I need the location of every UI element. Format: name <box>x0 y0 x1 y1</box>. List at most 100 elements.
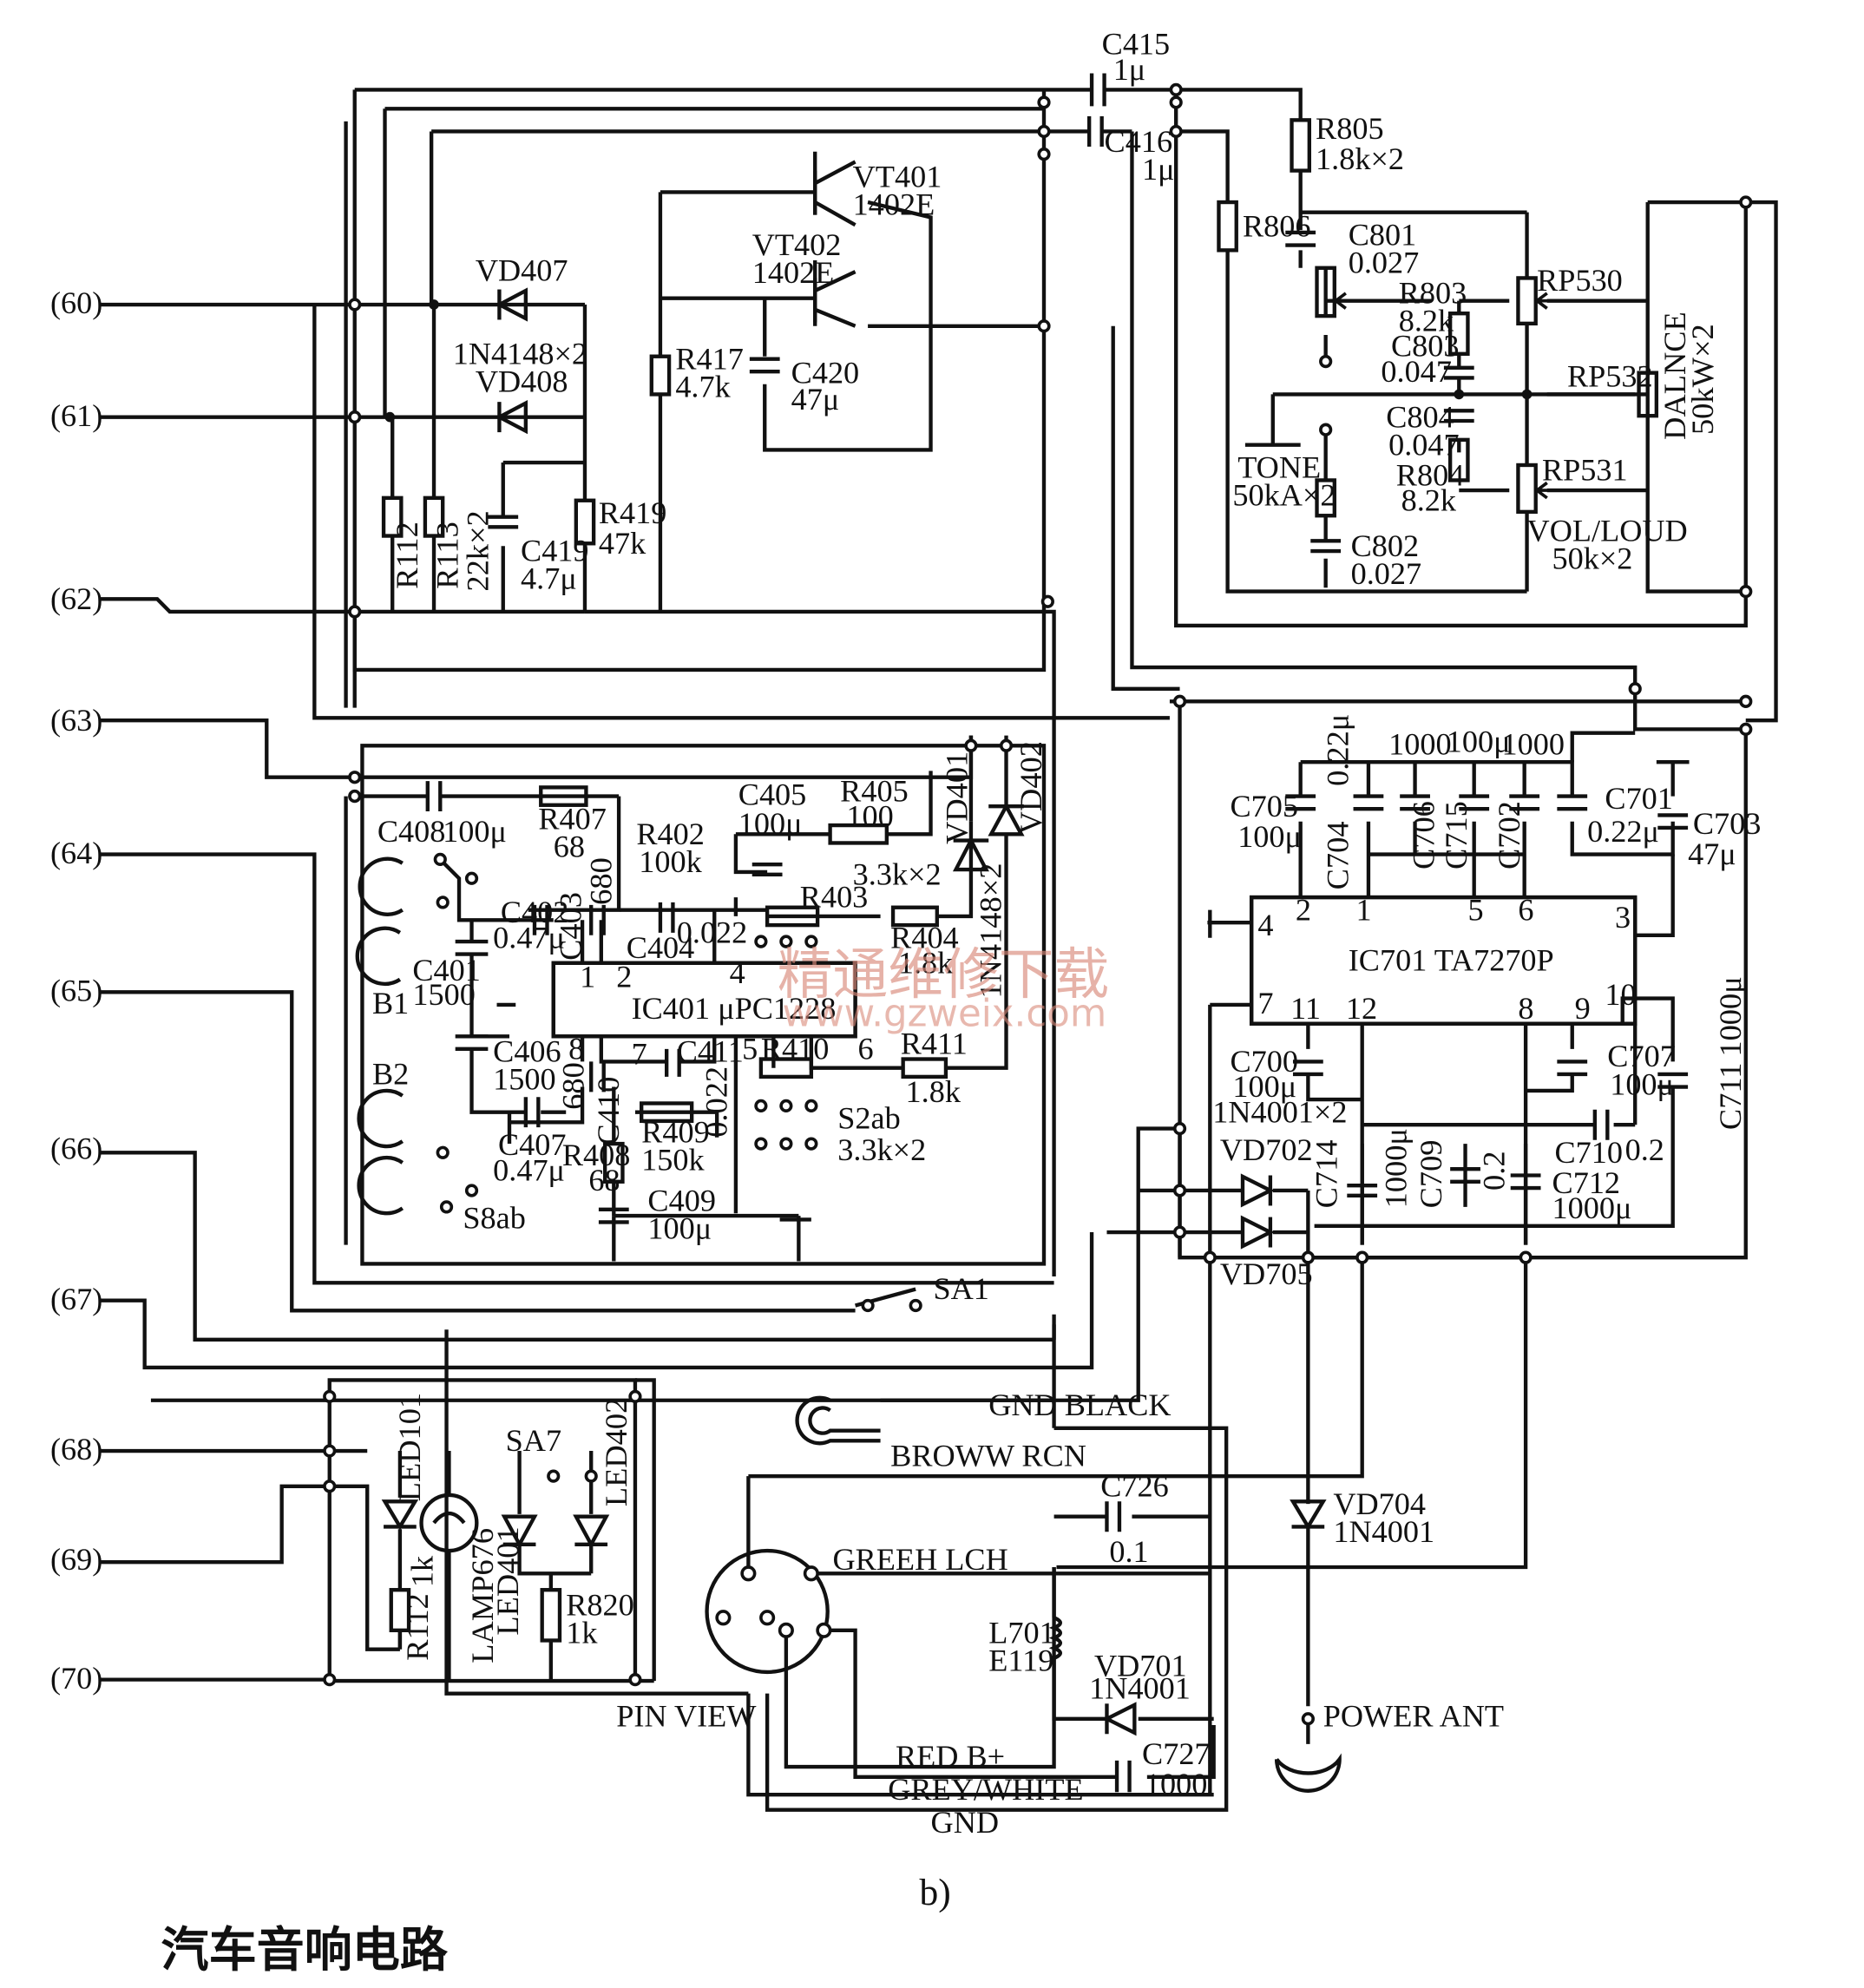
r820-label: R820 <box>566 1587 634 1622</box>
c801-label: C801 <box>1349 217 1417 252</box>
c803-label: C803 <box>1391 329 1460 364</box>
r803-label: R803 <box>1399 275 1467 310</box>
c707-capacitor <box>1557 1060 1588 1077</box>
c403-label: C403 <box>554 892 588 961</box>
port-65: (65) <box>50 973 102 1007</box>
volloud-value: 50k×2 <box>1552 541 1633 575</box>
ic401-pin-7: 7 <box>632 1036 647 1071</box>
r113-label: R113 <box>430 522 465 589</box>
port-61: (61) <box>50 398 102 433</box>
tone-section-labels: R805 1.8k×2 R806 C801 0.027 R803 8.2k C8… <box>1232 111 1720 591</box>
c802-value: 0.027 <box>1351 556 1422 591</box>
connector-pin-2 <box>715 1610 732 1626</box>
r411-resistor <box>901 1057 948 1079</box>
c415-value: 1μ <box>1113 52 1146 87</box>
dalnce-value: 50kW×2 <box>1685 324 1720 435</box>
vt402-label: VT402 <box>752 227 842 262</box>
c406-label: C406 <box>493 1033 561 1068</box>
l701-label: L701 <box>988 1615 1054 1650</box>
watermark-url: www.gzweix.com <box>783 993 1107 1036</box>
ic701-labels: IC701 TA7270P 4 2 1 5 6 3 7 11 12 8 9 10… <box>1212 714 1761 1291</box>
c415-label: C415 <box>1102 27 1171 62</box>
c411-label: C411 <box>677 1033 744 1068</box>
vt401-transistor <box>813 160 857 227</box>
top-left-wiring <box>344 88 1056 1277</box>
rp530-label: RP530 <box>1537 263 1623 298</box>
c407-capacitor <box>523 1097 541 1128</box>
c707-value: 100μ <box>1610 1066 1674 1101</box>
c726-label: C726 <box>1100 1468 1169 1503</box>
s2ab-value: 3.3k×2 <box>837 1132 926 1167</box>
c420-capacitor <box>749 357 780 374</box>
ic701-wiring <box>1056 325 1748 1570</box>
r804-resistor <box>1447 437 1470 482</box>
tone-wiper-arrow <box>1333 292 1432 310</box>
r403-label: R403 <box>800 880 869 915</box>
c709-label: C709 <box>1414 1139 1448 1208</box>
volloud-label: VOL/LOUD <box>1527 513 1688 548</box>
c803-capacitor <box>1443 365 1474 380</box>
r804-label: R804 <box>1396 457 1465 492</box>
c403-capacitor <box>589 904 606 935</box>
c714-value: 1000μ <box>1378 1128 1413 1208</box>
r403-value: 3.3k×2 <box>853 856 942 891</box>
vd701-label: VD701 <box>1094 1648 1187 1683</box>
c702-label: C702 <box>1492 801 1526 869</box>
gnd-black-label: GND BLACK <box>988 1388 1171 1422</box>
c706-label: C706 <box>1406 801 1441 869</box>
ic701-pin-5: 5 <box>1467 892 1483 927</box>
r409-resistor <box>640 1101 694 1124</box>
r402-label: R402 <box>636 817 705 851</box>
r112-resistor <box>381 495 404 538</box>
r417-label: R417 <box>675 341 744 376</box>
c406-value: 1500 <box>493 1061 555 1096</box>
port-60: (60) <box>50 285 102 320</box>
port-62: (62) <box>50 581 102 616</box>
vd702-label: VD702 <box>1220 1132 1313 1167</box>
c802-label: C802 <box>1351 528 1420 563</box>
c727-label: C727 <box>1142 1736 1211 1771</box>
ic401-body <box>551 961 857 1039</box>
ic401-ground <box>496 1002 811 1222</box>
c705-value: 100μ <box>1237 819 1302 854</box>
b2-head <box>357 1088 404 1216</box>
tone-pot-top <box>1315 266 1336 318</box>
r803-resistor <box>1447 312 1470 356</box>
c402-capacitor <box>532 904 549 935</box>
vd407-diode <box>495 287 528 322</box>
rp531-label: RP531 <box>1542 452 1628 487</box>
r404-resistor <box>890 905 939 928</box>
rp530-pot <box>1516 276 1538 326</box>
c419-capacitor <box>488 515 519 529</box>
tone-label: TONE <box>1237 449 1321 484</box>
r113-resistor <box>423 495 445 538</box>
c704-value: 0.22μ <box>1321 714 1355 786</box>
power-ant-symbol <box>1274 1723 1342 1793</box>
connector-pin-5 <box>816 1622 832 1638</box>
port-68: (68) <box>50 1432 102 1466</box>
r112-bottom-resistor <box>389 1588 411 1633</box>
pin-view-connector <box>705 1548 830 1675</box>
led401-label: LED401 <box>490 1526 525 1635</box>
vd408-diode <box>495 399 528 435</box>
dalnce-label: DALNCE <box>1657 312 1692 440</box>
c700-capacitor <box>1292 1060 1323 1077</box>
c416-label: C416 <box>1105 124 1173 159</box>
vd704-label: VD704 <box>1333 1486 1426 1521</box>
vd701-value: 1N4001 <box>1089 1670 1191 1705</box>
c804-value: 0.047 <box>1388 427 1460 462</box>
ic401-pin-4: 4 <box>730 955 745 990</box>
l701-inductor <box>1048 1616 1062 1660</box>
port-67: (67) <box>50 1282 102 1316</box>
ic401-pin-2: 2 <box>616 959 632 994</box>
ic401-pin-1: 1 <box>580 959 595 994</box>
c402-value: 0.47μ <box>493 920 565 955</box>
c403-value: 680 <box>583 857 618 905</box>
c408-value: 100μ <box>443 814 507 849</box>
r112-bottom-value: 1k <box>405 1555 440 1587</box>
c411-value: 0.022 <box>699 1066 734 1138</box>
r803-value: 8.2k <box>1399 304 1454 338</box>
led101-label: LED101 <box>392 1393 427 1501</box>
c404-value: 0.022 <box>677 915 748 949</box>
c701-value: 0.22μ <box>1587 814 1659 849</box>
